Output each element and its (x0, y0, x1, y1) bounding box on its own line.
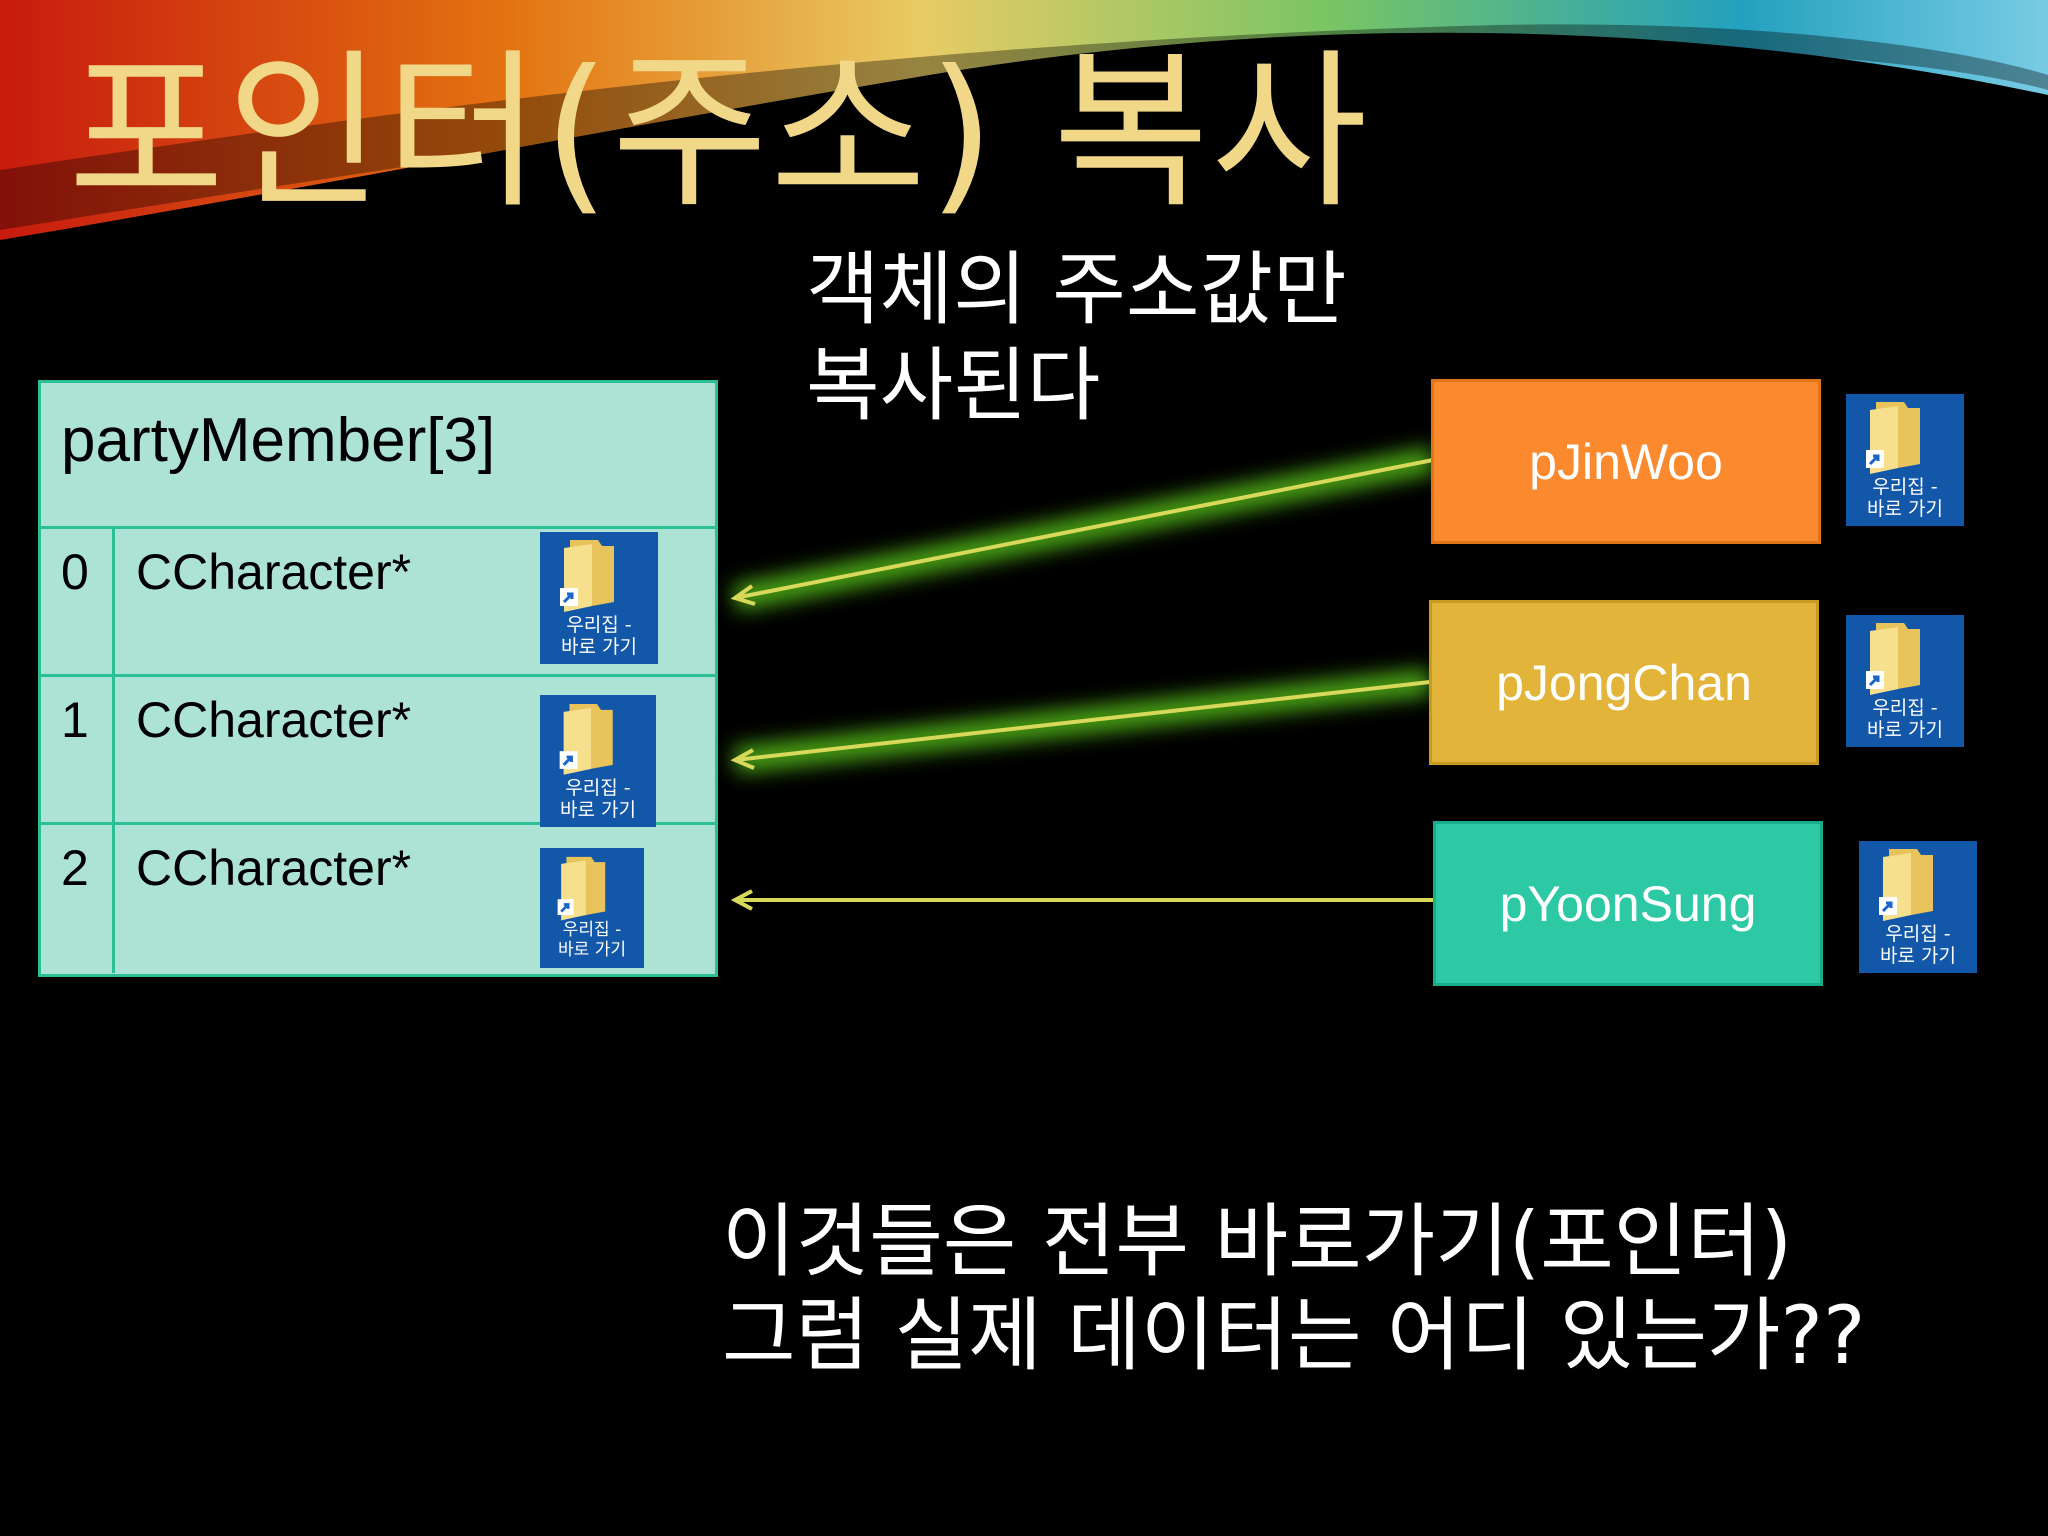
copy-note-line-2: 복사된다 (806, 339, 1101, 432)
question-text: 이것들은 전부 바로가기(포인터) 그럼 실제 데이터는 어디 있는가?? (722, 1195, 1865, 1383)
question-line-1: 이것들은 전부 바로가기(포인터) (722, 1195, 1793, 1288)
copy-note-line-1: 객체의 주소값만 (806, 243, 1347, 336)
folder-shortcut-icon: 우리집 - 바로 가기 (1846, 394, 1964, 526)
index-cell (41, 529, 115, 674)
folder-shortcut-icon: 우리집 - 바로 가기 (1859, 841, 1977, 973)
array-row: 0 CCharacter* (41, 529, 715, 677)
shortcut-label: 우리집 - 바로 가기 (560, 777, 636, 821)
index-cell (41, 825, 115, 973)
pointer-box-pjongchan: pJongChan (1429, 600, 1819, 765)
pointer-name: pJinWoo (1529, 433, 1723, 490)
array-row: 2 CCharacter* (41, 825, 715, 973)
array-element-type: CCharacter* (136, 544, 412, 600)
arrow-pjinwoo (730, 447, 1436, 611)
question-line-2: 그럼 실제 데이터는 어디 있는가?? (722, 1289, 1866, 1382)
array-element-type: CCharacter* (136, 692, 412, 748)
folder-shortcut-icon: 우리집 - 바로 가기 (540, 695, 656, 827)
folder-shortcut-icon: 우리집 - 바로 가기 (1846, 615, 1964, 747)
slide-title: 포인터(주소) 복사 (68, 34, 1370, 232)
pointer-box-pjinwoo: pJinWoo (1431, 379, 1821, 544)
index-cell (41, 677, 115, 822)
shortcut-label: 우리집 - 바로 가기 (561, 614, 637, 658)
array-index: 1 (61, 692, 89, 748)
array-row: 1 CCharacter* (41, 677, 715, 825)
array-name: partyMember[3] (61, 406, 496, 475)
copy-note: 객체의 주소값만 복사된다 (806, 242, 1347, 434)
folder-shortcut-icon: 우리집 - 바로 가기 (540, 532, 658, 664)
pointer-box-pyoonsung: pYoonSung (1433, 821, 1823, 986)
array-index: 2 (61, 840, 89, 896)
pointer-name: pJongChan (1496, 654, 1752, 711)
shortcut-label: 우리집 - 바로 가기 (1880, 923, 1956, 967)
array-header: partyMember[3] (41, 383, 715, 529)
array-index: 0 (61, 544, 89, 600)
shortcut-label: 우리집 - 바로 가기 (1867, 476, 1943, 520)
shortcut-label: 우리집 - 바로 가기 (1867, 697, 1943, 741)
decorative-banner (0, 0, 2048, 240)
arrow-pyoonsung (730, 887, 1434, 913)
folder-shortcut-icon: 우리집 - 바로 가기 (540, 848, 644, 968)
arrow-pjongchan (730, 669, 1432, 773)
array-element-type: CCharacter* (136, 840, 412, 896)
shortcut-label: 우리집 - 바로 가기 (558, 920, 626, 960)
pointer-name: pYoonSung (1499, 875, 1757, 932)
